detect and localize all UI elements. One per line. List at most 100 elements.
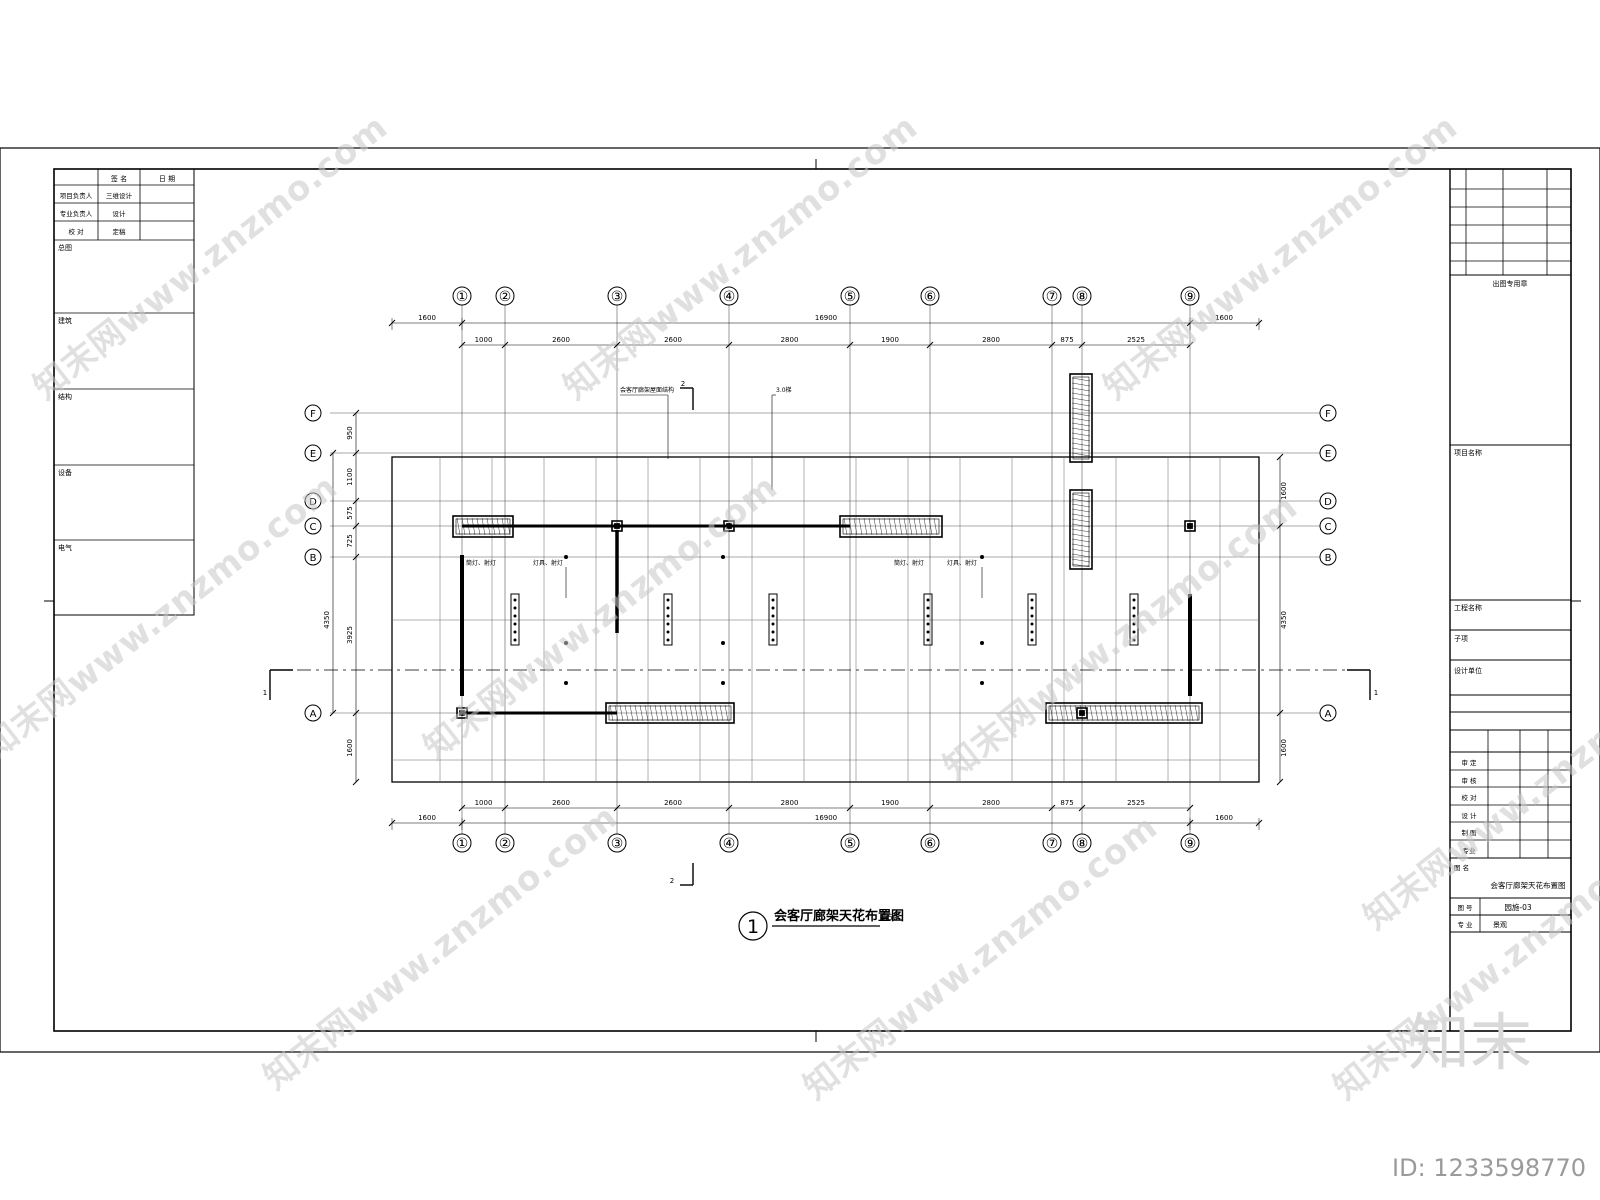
hatch [1071, 498, 1091, 503]
hatch [928, 517, 933, 536]
axis-bubble [1072, 833, 1092, 853]
axis-label: C [1325, 522, 1332, 533]
hatch [893, 517, 898, 536]
hatch [1071, 503, 1091, 508]
planter [605, 702, 735, 724]
hatch [1064, 704, 1069, 722]
hatch [1049, 704, 1054, 722]
light-strip [1129, 593, 1139, 646]
dim-tick [926, 804, 934, 812]
axis-bubble [1319, 704, 1337, 722]
hatch [1071, 493, 1091, 498]
light-point [666, 606, 670, 610]
axis-label: ② [499, 836, 512, 852]
hatch [466, 517, 471, 536]
light-point [666, 614, 670, 618]
dim-text: 1000 [475, 336, 493, 344]
dim-text: 1100 [346, 468, 354, 486]
hatch [634, 704, 639, 722]
hatch [1071, 442, 1091, 447]
axis-label: ④ [723, 836, 736, 852]
axis-bubble [495, 833, 515, 853]
hatch [1164, 704, 1169, 722]
downlight [980, 681, 984, 685]
hatch [664, 704, 669, 722]
light-point [1030, 614, 1034, 618]
dim-tick [501, 804, 509, 812]
planter-inner [842, 518, 940, 535]
dim-text: 1600 [1280, 482, 1288, 500]
dim-tick [352, 709, 360, 717]
dim-tick [1276, 709, 1284, 717]
axis-label: ⑦ [1046, 289, 1059, 305]
hatch [709, 704, 714, 722]
ceiling-outline [391, 456, 1260, 783]
dim-text: 2525 [1127, 799, 1145, 807]
hatch [1071, 377, 1091, 382]
drawing-title: 会客厅廊架天花布置图 [774, 908, 904, 924]
table-section: 设备 [58, 468, 72, 477]
hatch [639, 704, 644, 722]
axis-label: ⑨ [1184, 836, 1197, 852]
planter [839, 515, 943, 538]
axis-bubble [304, 517, 322, 535]
column-core [614, 523, 620, 529]
axis-label: ⑧ [1076, 289, 1089, 305]
hatch [669, 704, 674, 722]
dim-text: 1600 [346, 739, 354, 757]
title-row-label: 专业 [1463, 846, 1477, 855]
axis-bubble [840, 286, 860, 306]
downlight [721, 555, 725, 559]
dim-tick [1048, 804, 1056, 812]
dim-tick [329, 709, 337, 717]
axis-bubble [840, 833, 860, 853]
dim-text: 3925 [346, 626, 354, 644]
dim-text: 1600 [1280, 739, 1288, 757]
light-point [1030, 638, 1034, 642]
note: 3.0梯 [776, 386, 792, 394]
axis-bubble [719, 833, 739, 853]
dim-text: 1600 [1215, 314, 1233, 322]
hatch [1071, 533, 1091, 538]
dim-text: 16900 [815, 814, 837, 822]
section-label: 2 [681, 380, 685, 388]
dim-text: 2600 [664, 336, 682, 344]
hatch [888, 517, 893, 536]
axis-bubble [607, 833, 627, 853]
note: 筒灯、射灯 [894, 559, 924, 567]
axis-bubble [304, 704, 322, 722]
light-point [771, 606, 775, 610]
hatch [619, 704, 624, 722]
light-point [513, 622, 517, 626]
dim-text: 875 [1060, 799, 1073, 807]
hatch [1169, 704, 1174, 722]
light-point [1132, 606, 1136, 610]
dim-tick [725, 341, 733, 349]
title-row-label: 审 定 [1461, 758, 1477, 767]
planter [1069, 489, 1093, 570]
hatch [506, 517, 511, 536]
section-label: 1 [263, 689, 267, 697]
light-point [1132, 638, 1136, 642]
hatch [486, 517, 491, 536]
dim-tick [926, 341, 934, 349]
hatch [644, 704, 649, 722]
axis-label: F [310, 409, 316, 420]
light-point [771, 630, 775, 634]
title-stage: 景观 [1493, 921, 1507, 929]
light-point [1030, 606, 1034, 610]
hatch [933, 517, 938, 536]
hatch [873, 517, 878, 536]
title-bubble [738, 911, 768, 941]
table-cell: 项目负责人 [60, 191, 93, 200]
axis-label: E [1325, 449, 1331, 460]
hatch [1071, 412, 1091, 417]
hatch [704, 704, 709, 722]
note: 会客厅廊架屋面结构 [620, 386, 674, 394]
title-row-label: 项目名称 [1454, 448, 1482, 457]
hatch [649, 704, 654, 722]
title-row-label: 专 业 [1457, 920, 1473, 929]
hatch [614, 704, 619, 722]
light-point [513, 598, 517, 602]
dim-tick [846, 804, 854, 812]
